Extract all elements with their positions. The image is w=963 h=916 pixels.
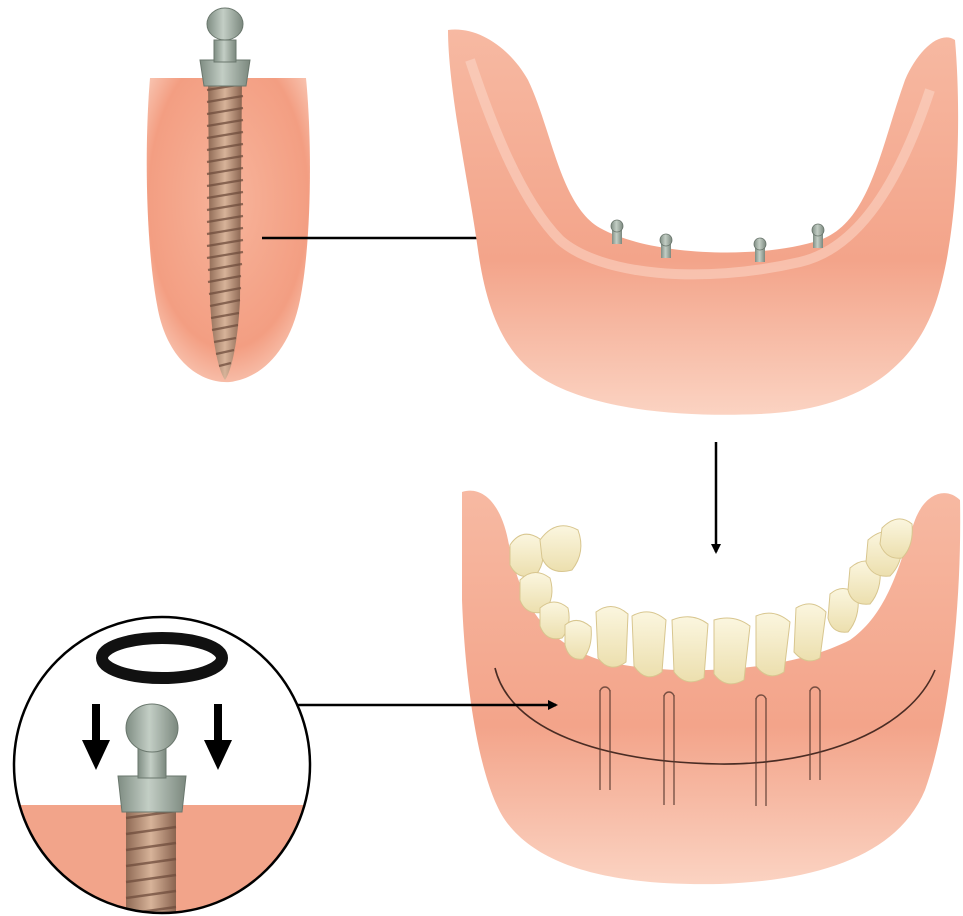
lower-arch-gum <box>448 30 958 415</box>
tooth <box>510 534 543 576</box>
implant-head <box>812 224 824 248</box>
ball-head <box>126 704 178 752</box>
implant-head <box>660 234 672 258</box>
tooth <box>672 617 708 682</box>
tooth <box>565 620 591 659</box>
implant-collar <box>200 60 250 86</box>
single-implant-panel <box>147 8 310 382</box>
lower-arch-panel <box>448 30 958 415</box>
tooth <box>632 612 666 677</box>
tooth <box>596 606 628 667</box>
implant-neck <box>214 40 236 62</box>
tooth <box>714 618 750 684</box>
overdenture-panel <box>462 491 960 884</box>
implant-screw-detail <box>126 805 176 916</box>
tooth <box>540 526 581 572</box>
implant-head <box>754 238 766 262</box>
implant-collar <box>118 776 186 812</box>
tooth <box>794 604 826 661</box>
o-ring-detail-panel <box>10 617 320 916</box>
implant-head <box>611 220 623 244</box>
tooth <box>756 613 790 676</box>
ball-head <box>207 8 243 40</box>
